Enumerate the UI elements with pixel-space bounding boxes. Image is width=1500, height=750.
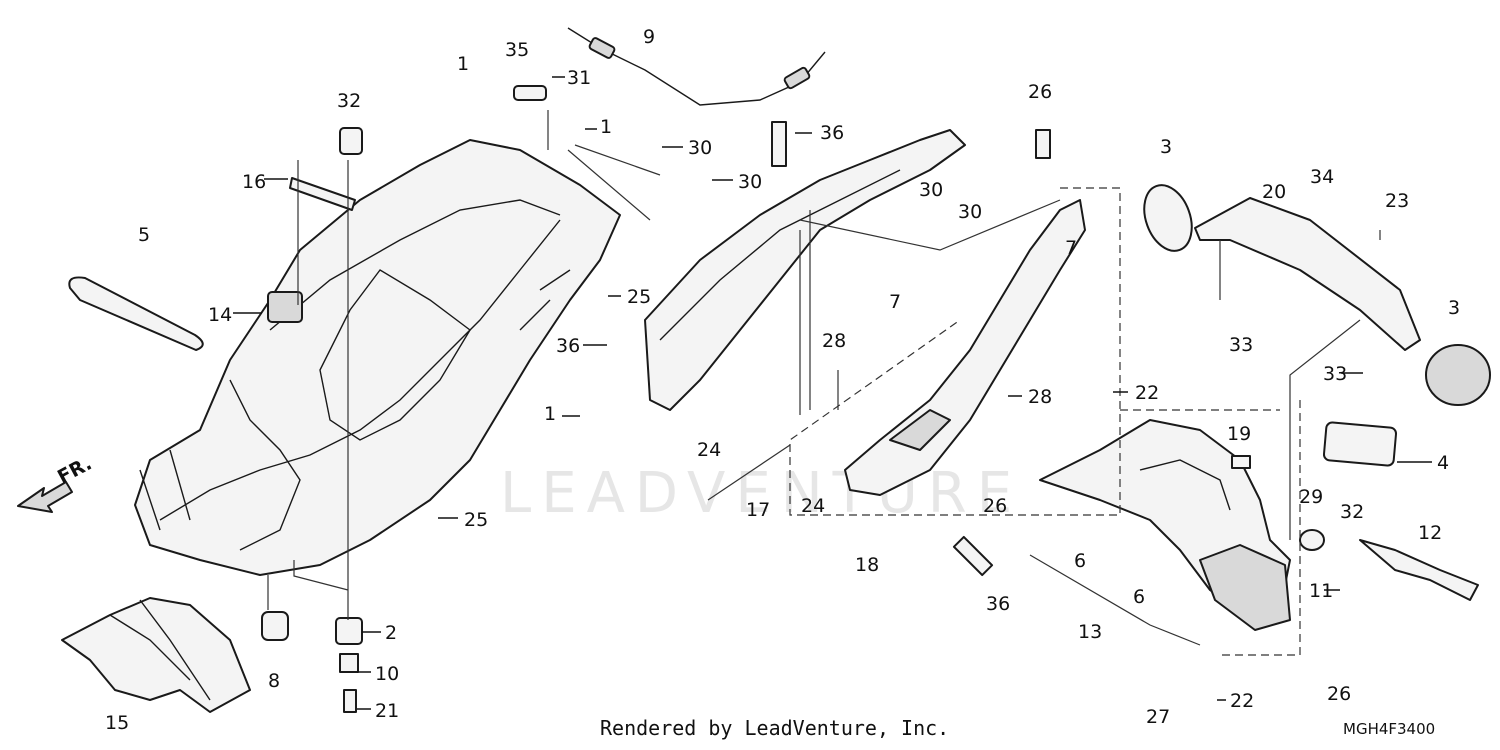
callout-26a: 26	[1028, 81, 1052, 103]
callout-36a: 36	[820, 122, 844, 144]
reflector-bracket	[1194, 197, 1421, 351]
left-rear-rail	[644, 129, 966, 411]
callout-34: 34	[1310, 166, 1334, 188]
callout-12: 12	[1418, 522, 1442, 544]
callout-15: 15	[105, 712, 129, 734]
callout-13: 13	[1078, 621, 1102, 643]
reflector-right	[1425, 344, 1491, 406]
callout-30d: 30	[958, 201, 982, 223]
rubber-19	[1231, 455, 1251, 469]
callout-19: 19	[1227, 423, 1251, 445]
direction-label: FR.	[54, 452, 95, 488]
callout-21: 21	[375, 700, 399, 722]
footer-credit: Rendered by LeadVenture, Inc.	[600, 716, 950, 740]
bolt-21	[343, 689, 357, 713]
callout-26b: 26	[983, 495, 1007, 517]
right-rear-rail	[844, 199, 1086, 496]
callout-23: 23	[1385, 190, 1409, 212]
collar-10	[339, 653, 359, 673]
fender-tab	[267, 291, 303, 323]
callout-14: 14	[208, 304, 232, 326]
callout-3a: 3	[1160, 136, 1172, 158]
callout-4: 4	[1437, 452, 1449, 474]
callout-2: 2	[385, 622, 397, 644]
callout-25b: 25	[464, 509, 488, 531]
seat-cable	[567, 27, 826, 106]
diagram-code: MGH4F3400	[1343, 720, 1436, 738]
callout-30a: 30	[688, 137, 712, 159]
callout-35: 35	[505, 39, 529, 61]
callout-27: 27	[1146, 706, 1170, 728]
callout-36c: 36	[986, 593, 1010, 615]
bolt-36-low	[952, 535, 994, 577]
undertray	[61, 597, 251, 713]
callout-labels: 1 1 1 2 3 3 4 5 6 6 7 7 8 9 10 11 12 13 …	[105, 26, 1460, 734]
license-light	[1322, 421, 1398, 467]
callout-25a: 25	[627, 286, 651, 308]
nut-32-top	[339, 127, 363, 155]
grommet-2	[335, 617, 363, 645]
callout-8: 8	[268, 670, 280, 692]
callout-22a: 22	[1135, 382, 1159, 404]
callout-33a: 33	[1229, 334, 1253, 356]
damper-8	[261, 611, 289, 641]
callout-22b: 22	[1230, 690, 1254, 712]
callout-16: 16	[242, 171, 266, 193]
callout-7b: 7	[1065, 237, 1077, 259]
callout-30b: 30	[738, 171, 762, 193]
bolt-36-top	[771, 121, 787, 167]
callout-17: 17	[746, 499, 770, 521]
callout-10: 10	[375, 663, 399, 685]
callout-1b: 1	[600, 116, 612, 138]
callout-6b: 6	[1133, 586, 1145, 608]
screw-26-top	[1035, 129, 1051, 159]
reflector-left	[1143, 184, 1193, 252]
callout-3b: 3	[1448, 297, 1460, 319]
callout-5: 5	[138, 224, 150, 246]
callout-30c: 30	[919, 179, 943, 201]
callout-26c: 26	[1327, 683, 1351, 705]
callout-31: 31	[567, 67, 591, 89]
callout-36b: 36	[556, 335, 580, 357]
callout-18: 18	[855, 554, 879, 576]
grommet-29	[1299, 529, 1325, 551]
callout-32a: 32	[337, 90, 361, 112]
callout-32b: 32	[1340, 501, 1364, 523]
callout-33b: 33	[1323, 363, 1347, 385]
leader-lines	[233, 76, 1432, 710]
callout-1c: 1	[544, 403, 556, 425]
callout-24a: 24	[697, 439, 721, 461]
callout-28a: 28	[822, 330, 846, 352]
callout-1a: 1	[457, 53, 469, 75]
clip-35	[513, 85, 547, 101]
rear-inner-fender	[134, 139, 621, 576]
front-direction-arrow: FR.	[17, 452, 95, 513]
callout-6a: 6	[1074, 550, 1086, 572]
bracket-16	[289, 177, 356, 211]
callout-28b: 28	[1028, 386, 1052, 408]
callout-11: 11	[1309, 580, 1333, 602]
callout-20: 20	[1262, 181, 1286, 203]
callout-24b: 24	[801, 495, 825, 517]
callout-7a: 7	[889, 291, 901, 313]
callout-9: 9	[643, 26, 655, 48]
seal-strip	[68, 276, 204, 351]
seat-lock	[1359, 539, 1479, 601]
callout-29: 29	[1299, 486, 1323, 508]
